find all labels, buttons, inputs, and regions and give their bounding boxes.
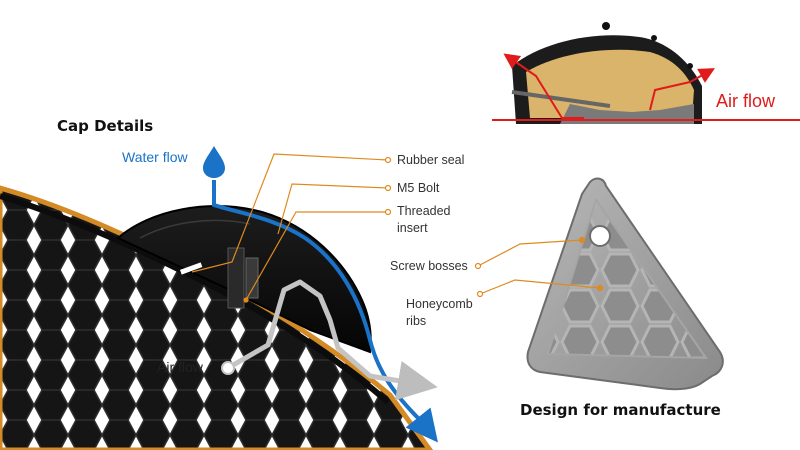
cap-details-title: Cap Details bbox=[57, 117, 154, 135]
air-flow-label-left: Air flow bbox=[157, 359, 203, 375]
m5-bolt-label: M5 Bolt bbox=[397, 181, 440, 195]
threaded-insert-label-line1: Threaded bbox=[397, 204, 451, 218]
threaded-insert-label-line2: insert bbox=[397, 221, 428, 235]
water-drop-icon bbox=[203, 146, 225, 178]
leader-lines-right bbox=[474, 236, 604, 298]
rubber-seal-label: Rubber seal bbox=[397, 153, 465, 167]
air-flow-arrow-top-left bbox=[503, 53, 584, 119]
design-for-manufacture-title: Design for manufacture bbox=[520, 401, 721, 419]
screw-bosses-label: Screw bosses bbox=[390, 259, 468, 273]
air-flow-arrow-left bbox=[226, 279, 438, 401]
cap-dome bbox=[116, 205, 372, 354]
water-flow-arrow bbox=[212, 180, 438, 443]
cross-section-photo bbox=[511, 22, 702, 124]
air-flow-arrow-top-right bbox=[649, 68, 715, 111]
leader-lines-left bbox=[191, 153, 392, 303]
water-flow-label: Water flow bbox=[122, 149, 188, 165]
honeycomb-ribs-label-line2: ribs bbox=[406, 314, 427, 328]
air-flow-label-top: Air flow bbox=[716, 91, 776, 111]
triangle-panel bbox=[526, 177, 724, 391]
honeycomb-ribs-label-line1: Honeycomb bbox=[406, 297, 473, 311]
